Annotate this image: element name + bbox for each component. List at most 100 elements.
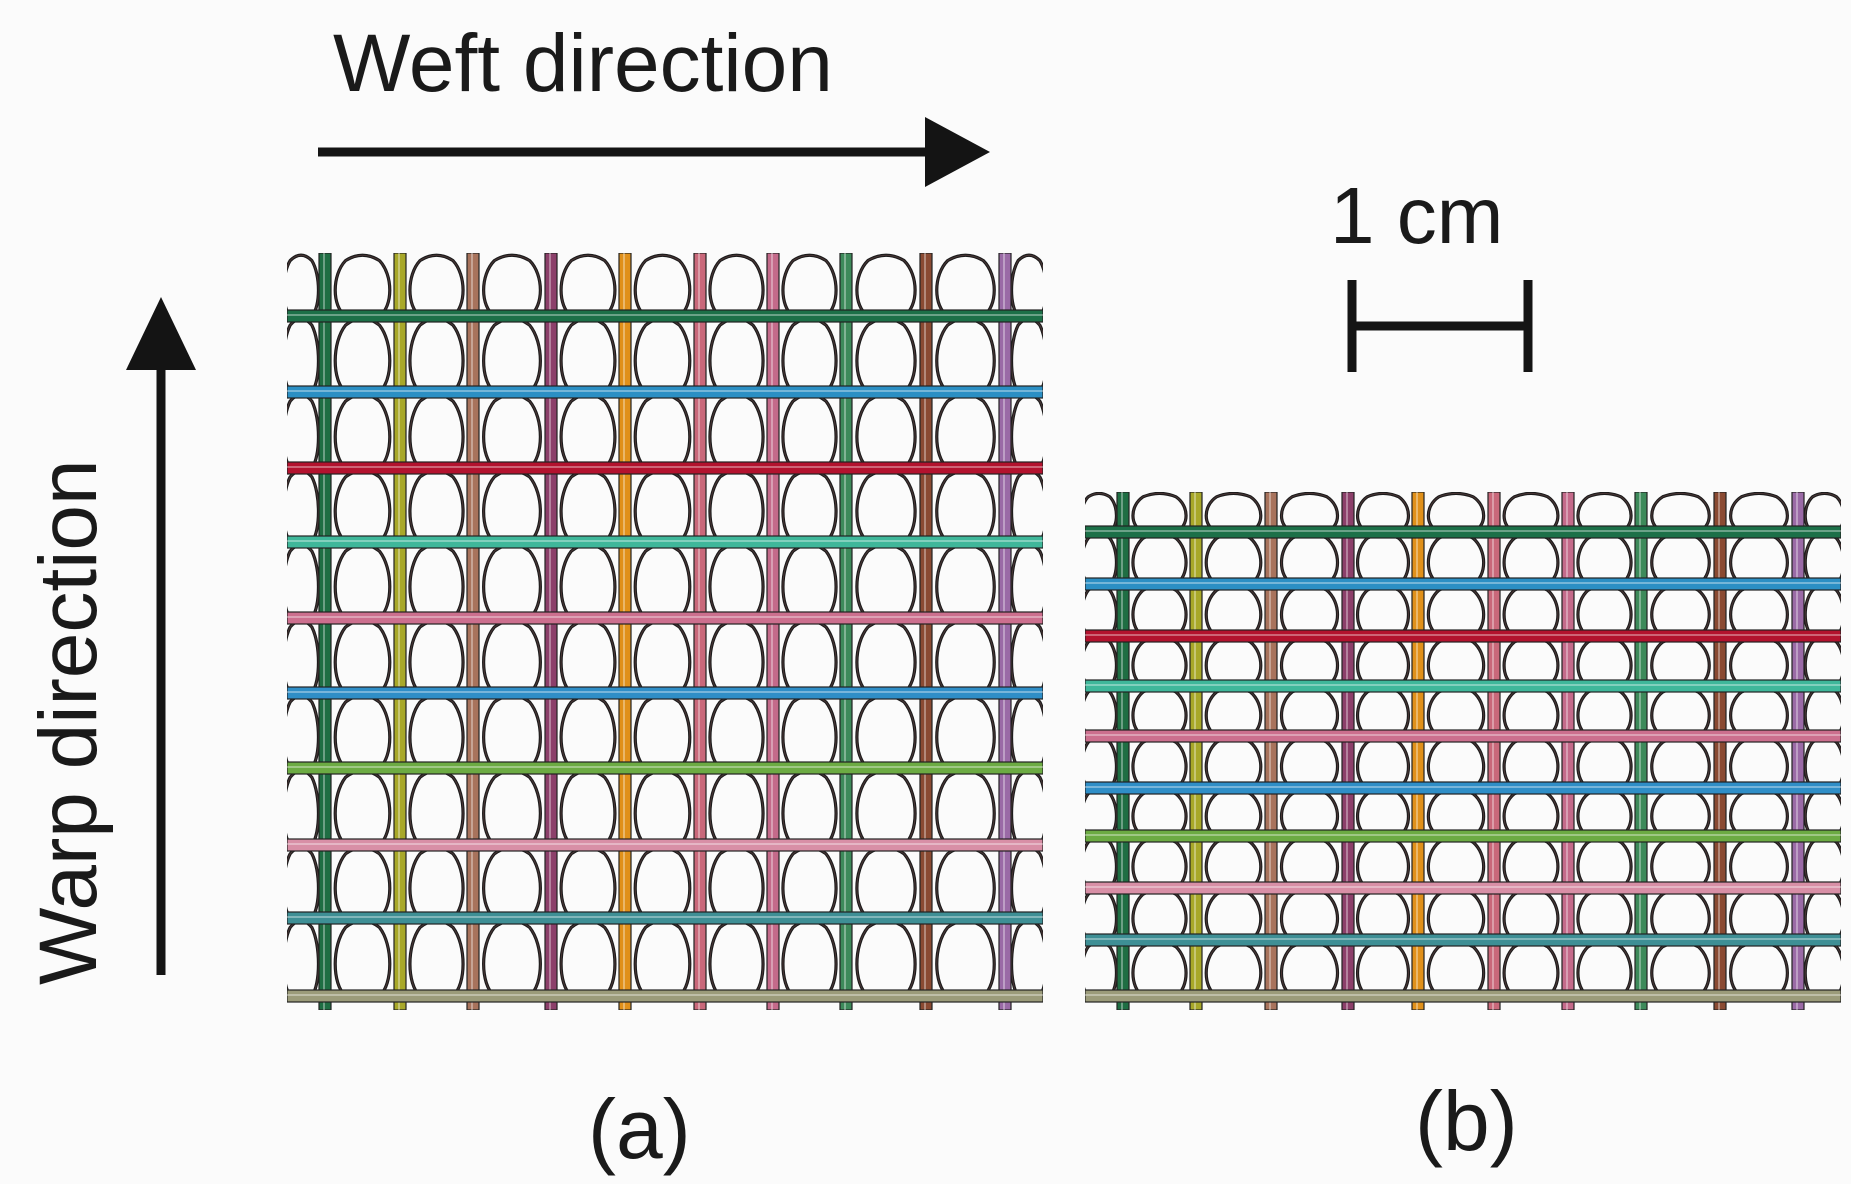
knit-loop-edge bbox=[1651, 492, 1710, 533]
knit-loop bbox=[708, 393, 765, 470]
knit-loop-edge bbox=[409, 254, 464, 317]
knit-loop bbox=[1502, 888, 1560, 942]
knit-loop bbox=[1502, 836, 1560, 890]
knit-loop bbox=[1803, 940, 1841, 998]
knit-loop bbox=[935, 694, 996, 770]
knit-loop bbox=[633, 845, 692, 920]
knit-loop bbox=[287, 253, 321, 318]
warp-yarn bbox=[693, 253, 707, 1010]
knit-loop bbox=[1204, 788, 1263, 838]
knit-loop bbox=[559, 253, 617, 318]
knit-loop bbox=[935, 919, 996, 998]
weft-yarn bbox=[287, 761, 1043, 775]
knit-loop bbox=[633, 769, 692, 847]
knit-loop bbox=[1355, 940, 1411, 998]
knit-loop-edge bbox=[1132, 492, 1187, 533]
knit-loop bbox=[855, 468, 917, 544]
knit-loop bbox=[1085, 836, 1119, 890]
warp-yarn bbox=[466, 253, 480, 1010]
knit-loop bbox=[1426, 532, 1486, 586]
knit-loop bbox=[482, 919, 542, 998]
knit-loop bbox=[855, 769, 917, 847]
warp-yarn bbox=[1341, 492, 1355, 1010]
knit-loop bbox=[1279, 584, 1340, 638]
knit-loop bbox=[1085, 636, 1119, 688]
knit-loop bbox=[482, 845, 542, 920]
weft-yarn bbox=[1085, 525, 1841, 539]
knit-loop bbox=[781, 393, 838, 470]
knit-loop bbox=[1729, 736, 1789, 790]
knit-loop bbox=[855, 619, 917, 695]
knit-loop bbox=[1085, 736, 1119, 790]
knit-loop bbox=[1729, 940, 1789, 998]
knit-loop bbox=[287, 845, 320, 920]
knit-loop bbox=[1576, 686, 1633, 738]
knit-loop bbox=[1279, 686, 1340, 738]
knit-loop bbox=[633, 393, 692, 470]
knit-loop bbox=[559, 543, 617, 620]
knit-loop bbox=[333, 468, 392, 544]
knit-loop bbox=[708, 619, 765, 695]
knit-loop bbox=[935, 317, 996, 394]
weft-yarn bbox=[287, 989, 1043, 1003]
knit-loop-edge bbox=[1357, 492, 1409, 533]
knit-loop bbox=[1502, 736, 1560, 790]
knit-loop bbox=[1729, 686, 1789, 738]
knit-loop bbox=[1576, 636, 1633, 688]
knit-loop bbox=[1650, 686, 1711, 738]
knit-loop bbox=[1426, 584, 1486, 638]
knit-loop bbox=[633, 253, 692, 318]
knit-loop bbox=[781, 919, 838, 998]
knit-loop bbox=[708, 317, 765, 394]
panel-b-weft-yarns bbox=[1085, 525, 1841, 1003]
knit-loop bbox=[1729, 636, 1789, 688]
knit-loop bbox=[1650, 736, 1711, 790]
knit-loop bbox=[559, 393, 617, 470]
knit-loop bbox=[1650, 836, 1711, 890]
knit-loop-edge bbox=[1503, 492, 1559, 533]
knit-loop bbox=[1576, 736, 1633, 790]
knit-loop bbox=[1426, 636, 1486, 688]
weft-yarn bbox=[287, 838, 1043, 852]
knit-loop bbox=[708, 694, 765, 770]
knit-loop bbox=[633, 919, 692, 998]
knit-loop bbox=[1729, 888, 1789, 942]
knit-loop bbox=[1204, 736, 1263, 790]
knit-loop bbox=[333, 619, 392, 695]
knit-loop bbox=[1085, 584, 1119, 638]
weft-yarn bbox=[287, 385, 1043, 399]
knit-loop bbox=[1279, 532, 1340, 586]
knit-loop bbox=[708, 919, 765, 998]
knit-loop bbox=[1502, 686, 1560, 738]
knit-loop-edge bbox=[1730, 492, 1788, 533]
knit-loop bbox=[1803, 584, 1841, 638]
knit-loop bbox=[1279, 736, 1340, 790]
panel-b-caption: (b) bbox=[1415, 1074, 1518, 1168]
knit-loop-edge bbox=[560, 254, 616, 317]
knit-loop bbox=[1729, 584, 1789, 638]
weft-yarn bbox=[287, 535, 1043, 549]
warp-yarn bbox=[1487, 492, 1501, 1010]
warp-yarn bbox=[919, 253, 933, 1010]
knit-loop-edge bbox=[1577, 492, 1632, 533]
weft-arrow bbox=[318, 117, 990, 187]
knit-loop bbox=[1085, 532, 1119, 586]
knit-loop bbox=[1009, 253, 1043, 318]
knit-loop bbox=[1355, 686, 1411, 738]
knit-loop bbox=[482, 694, 542, 770]
knit-loop bbox=[559, 619, 617, 695]
warp-yarn bbox=[766, 253, 780, 1010]
knit-loop bbox=[1576, 836, 1633, 890]
knit-loop bbox=[287, 619, 320, 694]
knit-loop bbox=[1426, 836, 1486, 890]
knit-loop bbox=[408, 468, 465, 544]
knit-loop bbox=[482, 468, 542, 544]
knit-loop bbox=[408, 317, 465, 394]
knit-loop bbox=[1355, 532, 1411, 586]
knit-loop bbox=[1131, 532, 1188, 586]
knit-loop-edge bbox=[483, 254, 541, 317]
warp-yarn bbox=[1116, 492, 1130, 1010]
warp-yarn bbox=[393, 253, 407, 1010]
knit-loop bbox=[559, 468, 617, 544]
knit-loop bbox=[1803, 532, 1841, 586]
